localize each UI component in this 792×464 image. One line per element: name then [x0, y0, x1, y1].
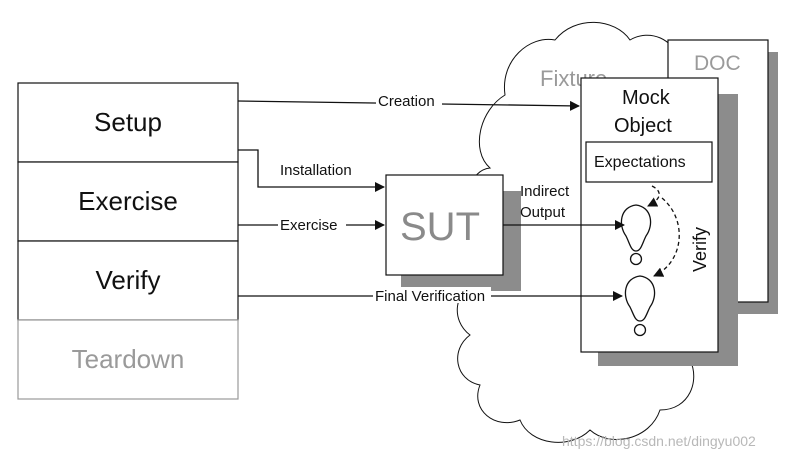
sut-label: SUT: [400, 205, 480, 249]
mock-thought-bubble-upper: [620, 204, 652, 266]
expectations-box: [585, 141, 713, 183]
phases-column: Setup Exercise Verify Teardown: [17, 82, 239, 400]
phase-label-teardown: Teardown: [72, 344, 185, 374]
phase-label-exercise: Exercise: [78, 186, 178, 216]
doc-label: DOC: [694, 52, 741, 75]
creation-label: Creation: [378, 93, 435, 110]
indirect-output-label-line1: Indirect: [520, 183, 570, 200]
installation-arrow: [238, 149, 385, 192]
indirect-output-label-line2: Output: [520, 204, 566, 221]
phase-box-verify: [17, 240, 239, 321]
mock-object-title-line2: Object: [614, 115, 672, 137]
mock-object-title-line1: Mock: [622, 87, 671, 109]
mock-verify-label: Verify: [690, 227, 710, 272]
phase-box-teardown: [17, 319, 239, 400]
phase-box-exercise: [17, 161, 239, 242]
expectations-label: Expectations: [594, 154, 686, 171]
expectations-dashed-arrow: [647, 185, 660, 207]
watermark: https://blog.csdn.net/dingyu002: [562, 433, 756, 449]
exercise-arrow-label: Exercise: [280, 217, 338, 234]
mock-thought-bubble-lower: [624, 275, 656, 337]
phase-label-setup: Setup: [94, 107, 162, 137]
phase-box-setup: [17, 82, 239, 163]
final-verification-label: Final Verification: [375, 288, 485, 305]
verify-dashed-arrow: [653, 197, 680, 277]
phase-label-verify: Verify: [95, 265, 160, 295]
sut-box: [385, 174, 504, 276]
installation-label: Installation: [280, 162, 352, 179]
